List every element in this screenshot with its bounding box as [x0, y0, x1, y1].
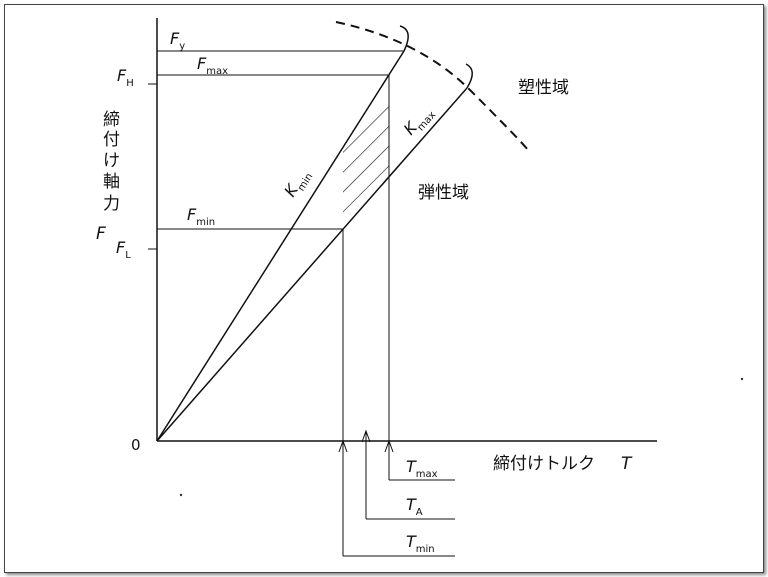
- kmin-line-hook: [399, 25, 409, 52]
- x-axis-symbol: T: [621, 454, 633, 474]
- speck: [179, 493, 183, 497]
- fmin-label: Fmin: [187, 205, 215, 228]
- fh-label: FH: [117, 66, 134, 89]
- elastic-region-label: 弾性域: [418, 183, 469, 203]
- fl-label: FL: [116, 238, 131, 261]
- fy-label: Fy: [170, 29, 185, 52]
- y-axis-label-char: 付: [103, 130, 120, 150]
- tmin-arrow: [338, 439, 348, 453]
- tmax-label: Tmax: [406, 457, 438, 480]
- kmin-line: [156, 50, 405, 442]
- plastic-region-label: 塑性域: [518, 78, 569, 98]
- y-axis-symbol: F: [96, 224, 106, 244]
- speck: [740, 377, 744, 381]
- kmax-line-hook: [465, 63, 473, 89]
- tmin-label: Tmin: [406, 532, 435, 555]
- y-axis-label-char: 締: [103, 110, 120, 130]
- hatched-tolerance-region: [343, 88, 389, 229]
- y-axis-label-char: け: [103, 151, 120, 171]
- kmin-label: Kmin: [280, 165, 315, 202]
- fmax-label: Fmax: [197, 54, 228, 77]
- kmax-label: Kmax: [400, 102, 439, 142]
- x-axis-label: 締付けトルク: [493, 454, 595, 474]
- ta-label: TA: [406, 495, 423, 518]
- ta-arrow: [361, 429, 371, 443]
- y-axis-label-char: 力: [103, 194, 120, 214]
- tmax-arrow: [384, 439, 394, 453]
- kmax-line: [156, 87, 468, 442]
- y-axis-label-char: 軸: [103, 172, 120, 192]
- origin-label: 0: [131, 436, 141, 454]
